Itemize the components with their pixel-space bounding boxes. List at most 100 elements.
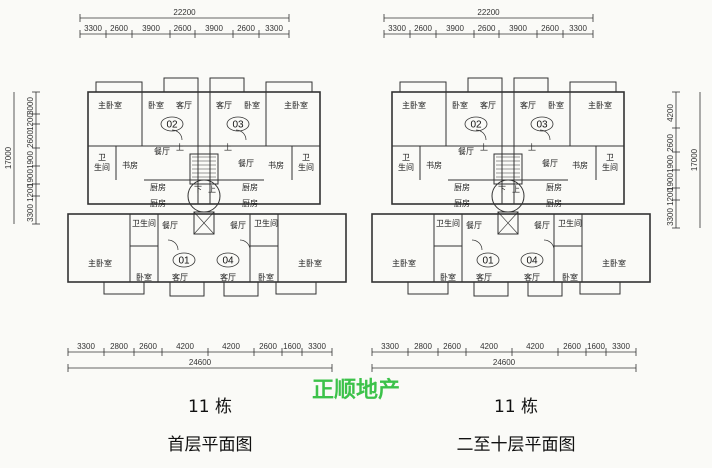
right-dimension-label: 2600: [666, 134, 675, 152]
room-label: 客厅: [172, 272, 188, 282]
right-total-label: 17000: [690, 148, 699, 171]
stair-up-label: 上: [208, 185, 216, 194]
room-label: 餐厅: [534, 221, 550, 230]
stair-up-label: 上: [512, 185, 520, 194]
room-label: 卧室: [148, 100, 164, 110]
room-label: 餐厅: [466, 221, 482, 230]
elevator-shaft: [193, 211, 215, 235]
balcony: [275, 281, 317, 295]
door-arc: [475, 129, 487, 141]
top-dimension-label: 2600: [110, 24, 128, 33]
room-label: 厨房: [546, 182, 562, 192]
bottom-dimension-label: 1600: [587, 342, 605, 351]
room-label: 生间: [602, 162, 618, 172]
balcony: [265, 81, 313, 93]
door-arc: [471, 239, 483, 251]
bottom-total-label: 24600: [493, 358, 516, 367]
elevator-mark: [497, 211, 519, 235]
right-dimension-label: 1900: [666, 173, 675, 191]
balcony: [169, 281, 205, 297]
room-label: 餐厅: [542, 159, 558, 168]
top-dimension-label: 2600: [478, 24, 496, 33]
room-label: 主卧室: [588, 100, 612, 110]
room-label: 卫: [302, 153, 310, 162]
left-plan-title: 首层平面图: [168, 435, 253, 455]
stair-down-label: 下: [194, 185, 202, 194]
top-dimension-label: 3300: [569, 24, 587, 33]
room-label: 厨房: [150, 198, 166, 208]
elevator-mark: [193, 211, 215, 235]
room-label: 餐厅: [230, 221, 246, 230]
bottom-total-label: 24600: [189, 358, 212, 367]
unit-marker: [172, 252, 196, 268]
bottom-dimension-label: 2600: [259, 342, 277, 351]
room-label: 餐厅: [154, 147, 170, 156]
bottom-dimension-label: 2800: [414, 342, 432, 351]
room-label: 厨房: [454, 198, 470, 208]
bottom-dimension-label: 3300: [308, 342, 326, 351]
lower-block-wall: [67, 213, 347, 283]
unit-marker: [226, 116, 250, 132]
room-label: 卧室: [258, 272, 274, 282]
bottom-dimension-label: 2600: [443, 342, 461, 351]
top-dimension-label: 3300: [84, 24, 102, 33]
room-label: 卫生间: [254, 218, 278, 228]
balcony: [473, 281, 509, 297]
unit-number: 03: [232, 120, 244, 131]
room-label: 卫生间: [132, 218, 156, 228]
top-dimension-label: 3300: [265, 24, 283, 33]
top-dimension-label: 3900: [142, 24, 160, 33]
top-dimension-label: 2600: [174, 24, 192, 33]
stair-core: [189, 153, 219, 185]
bottom-dimension-label: 3300: [612, 342, 630, 351]
room-label: 主卧室: [602, 258, 626, 268]
upper-block-wall: [87, 91, 321, 205]
unit-number: 01: [178, 256, 190, 267]
room-label: 卫生间: [436, 218, 460, 228]
left-dimension-label: 1200: [26, 113, 35, 131]
door-arc: [239, 239, 251, 251]
room-label: 厨房: [546, 198, 562, 208]
bottom-dimension-label: 2600: [139, 342, 157, 351]
stair-up-label: 上: [528, 143, 536, 152]
room-label: 生间: [398, 162, 414, 172]
balcony: [209, 77, 245, 93]
balcony: [467, 77, 503, 93]
door-arc: [235, 129, 247, 141]
room-label: 书房: [426, 160, 442, 170]
balcony: [579, 281, 621, 295]
balcony: [223, 281, 259, 297]
unit-number: 01: [482, 256, 494, 267]
room-label: 主卧室: [98, 100, 122, 110]
left-dimension-label: 3000: [26, 97, 35, 115]
top-dimension-label: 3900: [205, 24, 223, 33]
balcony: [407, 281, 449, 295]
right-dimension-label: 3300: [666, 208, 675, 226]
room-label: 卫: [98, 153, 106, 162]
balcony: [163, 77, 199, 93]
stair-down-label: 下: [498, 185, 506, 194]
unit-number: 03: [536, 120, 548, 131]
right-plan-title: 二至十层平面图: [457, 435, 576, 455]
balcony: [513, 77, 549, 93]
room-label: 卫: [606, 153, 614, 162]
room-label: 卧室: [548, 100, 564, 110]
room-label: 卧室: [244, 100, 260, 110]
right-dimension-label: 1200: [666, 188, 675, 206]
top-dimension-label: 3900: [446, 24, 464, 33]
bottom-dimension-label: 3300: [77, 342, 95, 351]
bottom-dimension-label: 4200: [176, 342, 194, 351]
room-label: 餐厅: [238, 159, 254, 168]
bottom-dimension-label: 4200: [526, 342, 544, 351]
room-label: 客厅: [480, 100, 496, 110]
unit-marker: [530, 116, 554, 132]
elevator-shaft: [497, 211, 519, 235]
lower-block-wall: [371, 213, 651, 283]
room-label: 卫: [402, 153, 410, 162]
room-label: 主卧室: [402, 100, 426, 110]
top-dimension-label: 2600: [541, 24, 559, 33]
left-building-label: 11 栋: [188, 397, 232, 417]
